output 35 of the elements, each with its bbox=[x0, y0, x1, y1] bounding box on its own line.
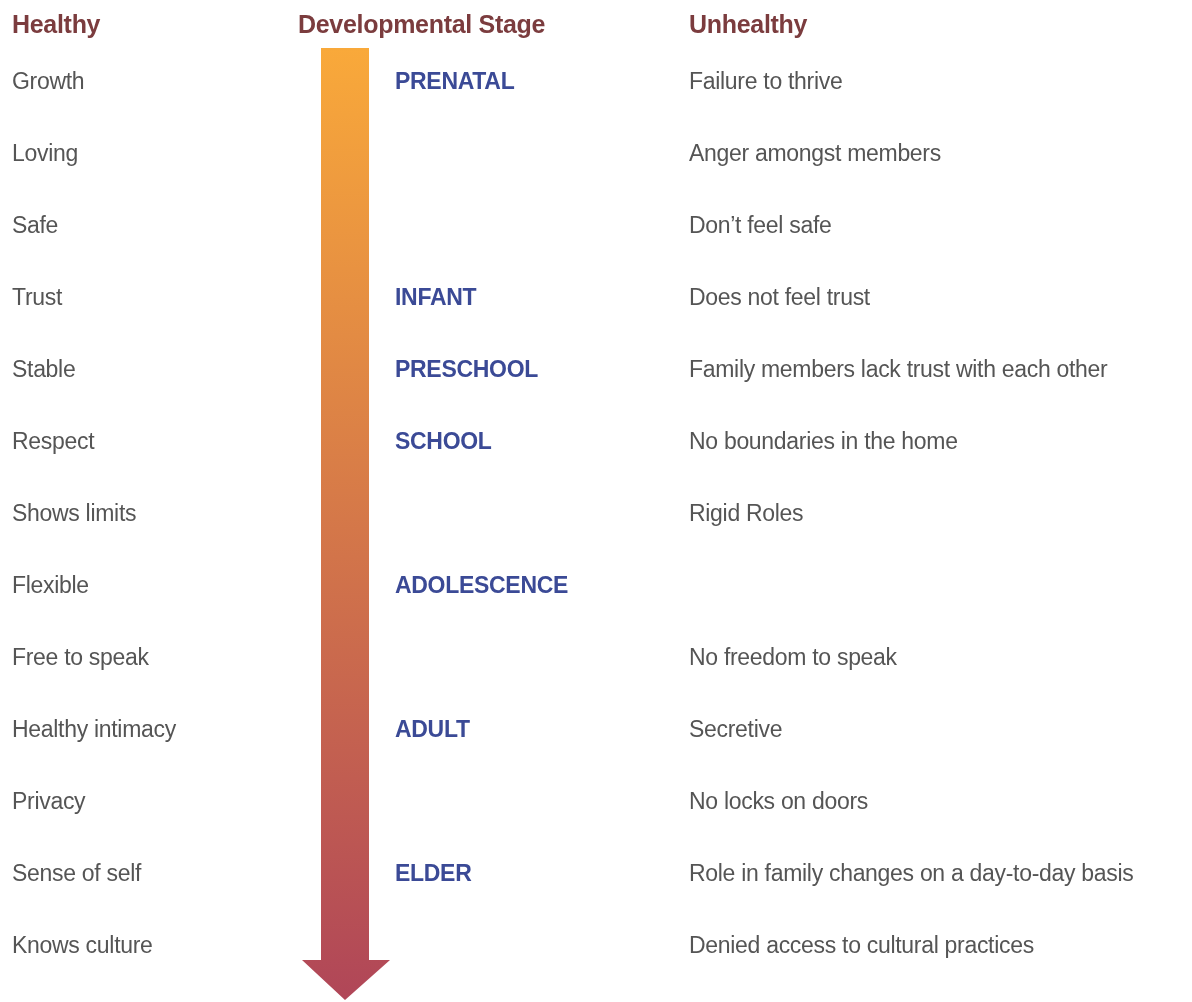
healthy-trait: Flexible bbox=[12, 571, 89, 599]
unhealthy-trait: Role in family changes on a day-to-day basis bbox=[689, 859, 1134, 887]
healthy-trait: Safe bbox=[12, 211, 59, 239]
healthy-trait: Loving bbox=[12, 139, 78, 167]
healthy-trait: Growth bbox=[12, 67, 85, 95]
unhealthy-trait: No freedom to speak bbox=[689, 643, 897, 671]
unhealthy-trait: No locks on doors bbox=[689, 787, 868, 815]
column-header: Developmental Stage bbox=[298, 10, 546, 38]
healthy-trait: Healthy intimacy bbox=[12, 715, 176, 743]
unhealthy-trait: No boundaries in the home bbox=[689, 427, 958, 455]
unhealthy-trait: Failure to thrive bbox=[689, 67, 843, 95]
healthy-trait: Respect bbox=[12, 427, 95, 455]
unhealthy-trait: Rigid Roles bbox=[689, 499, 804, 527]
healthy-trait: Free to speak bbox=[12, 643, 149, 671]
developmental-stage: INFANT bbox=[395, 283, 477, 311]
healthy-trait: Trust bbox=[12, 283, 63, 311]
developmental-stage: ADULT bbox=[395, 715, 470, 743]
developmental-stage: PRESCHOOL bbox=[395, 355, 538, 383]
developmental-stage: ADOLESCENCE bbox=[395, 571, 569, 599]
unhealthy-trait: Denied access to cultural practices bbox=[689, 931, 1034, 959]
developmental-stage: ELDER bbox=[395, 859, 472, 887]
unhealthy-trait: Secretive bbox=[689, 715, 783, 743]
healthy-trait: Knows culture bbox=[12, 931, 153, 959]
unhealthy-trait: Family members lack trust with each other bbox=[689, 355, 1108, 383]
developmental-stage: SCHOOL bbox=[395, 427, 492, 455]
developmental-stage: PRENATAL bbox=[395, 67, 515, 95]
healthy-trait: Sense of self bbox=[12, 859, 142, 887]
healthy-trait: Stable bbox=[12, 355, 76, 383]
healthy-trait: Shows limits bbox=[12, 499, 137, 527]
unhealthy-trait: Does not feel trust bbox=[689, 283, 870, 311]
unhealthy-trait: Don’t feel safe bbox=[689, 211, 832, 239]
unhealthy-trait: Anger amongst members bbox=[689, 139, 941, 167]
column-header: Healthy bbox=[12, 10, 101, 38]
column-header: Unhealthy bbox=[689, 10, 808, 38]
healthy-trait: Privacy bbox=[12, 787, 86, 815]
